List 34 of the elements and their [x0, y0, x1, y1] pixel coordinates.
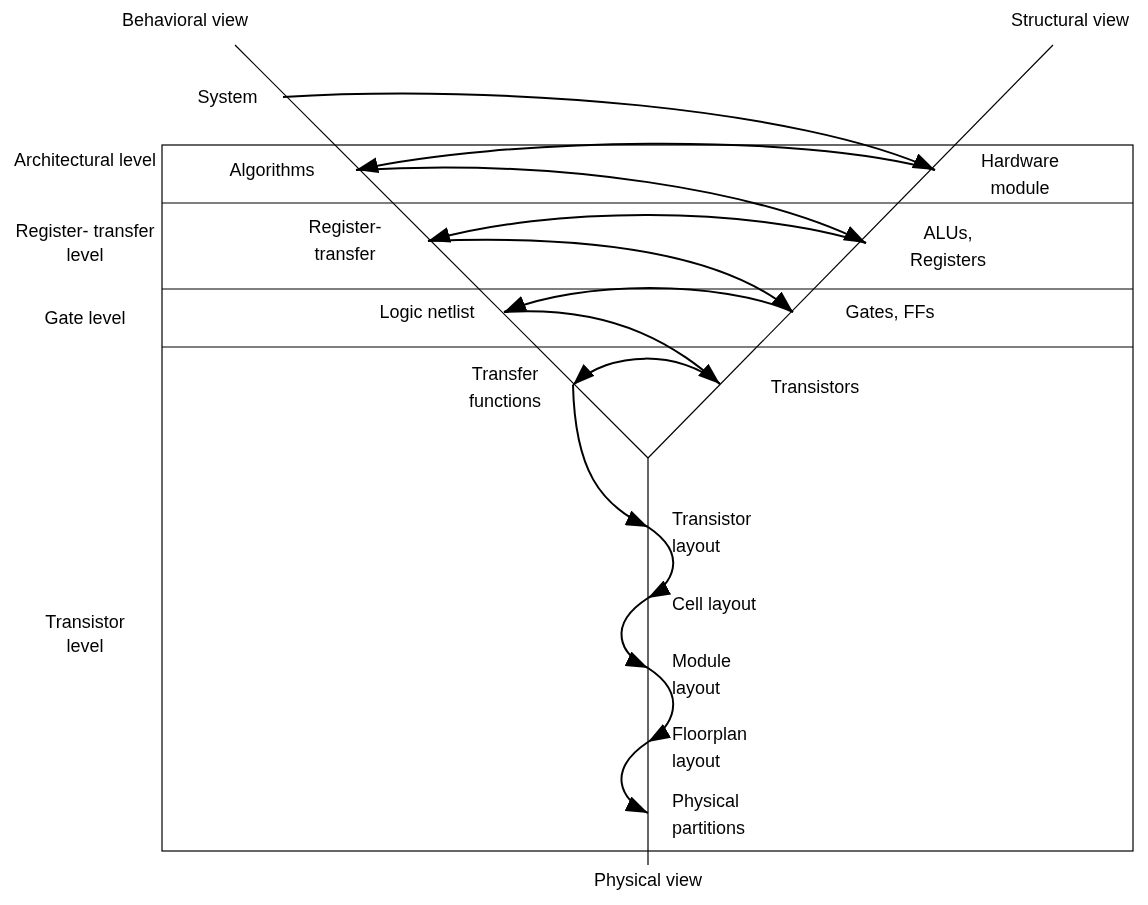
arrow: [620, 597, 649, 669]
arrow: [355, 142, 936, 174]
level-label: Architectural level: [12, 149, 158, 172]
arrow: [427, 238, 794, 313]
view-label: Structural view: [1009, 9, 1130, 32]
level-item-label: Transfer functions: [467, 363, 542, 413]
arrow: [355, 166, 867, 244]
arrow: [620, 741, 649, 814]
arrow: [572, 357, 721, 386]
level-label: Transistor level: [44, 611, 126, 658]
level-item-label: System: [196, 86, 259, 109]
view-label: Physical view: [592, 869, 703, 892]
level-item-label: Register- transfer: [307, 216, 383, 266]
level-item-label: Transistors: [769, 376, 861, 399]
arrow: [647, 667, 675, 743]
level-item-label: Cell layout: [672, 593, 758, 616]
arrow: [427, 214, 867, 244]
level-item-label: Algorithms: [228, 159, 316, 182]
level-item-label: Physical partitions: [672, 790, 747, 840]
level-item-label: ALUs, Registers: [909, 222, 987, 272]
level-item-label: Module layout: [672, 650, 733, 700]
arrow: [572, 384, 649, 528]
level-item-label: Floorplan layout: [672, 723, 749, 773]
level-label: Gate level: [43, 307, 127, 330]
view-label: Behavioral view: [120, 9, 250, 32]
level-item-label: Logic netlist: [378, 301, 476, 324]
level-item-label: Hardware module: [980, 150, 1060, 200]
arrow: [647, 526, 675, 599]
level-item-label: Transistor layout: [672, 508, 753, 558]
arrow: [503, 310, 721, 385]
arrow: [282, 92, 936, 171]
level-label: Register- transfer level: [14, 220, 156, 267]
arrow: [503, 287, 794, 313]
level-item-label: Gates, FFs: [844, 301, 936, 324]
